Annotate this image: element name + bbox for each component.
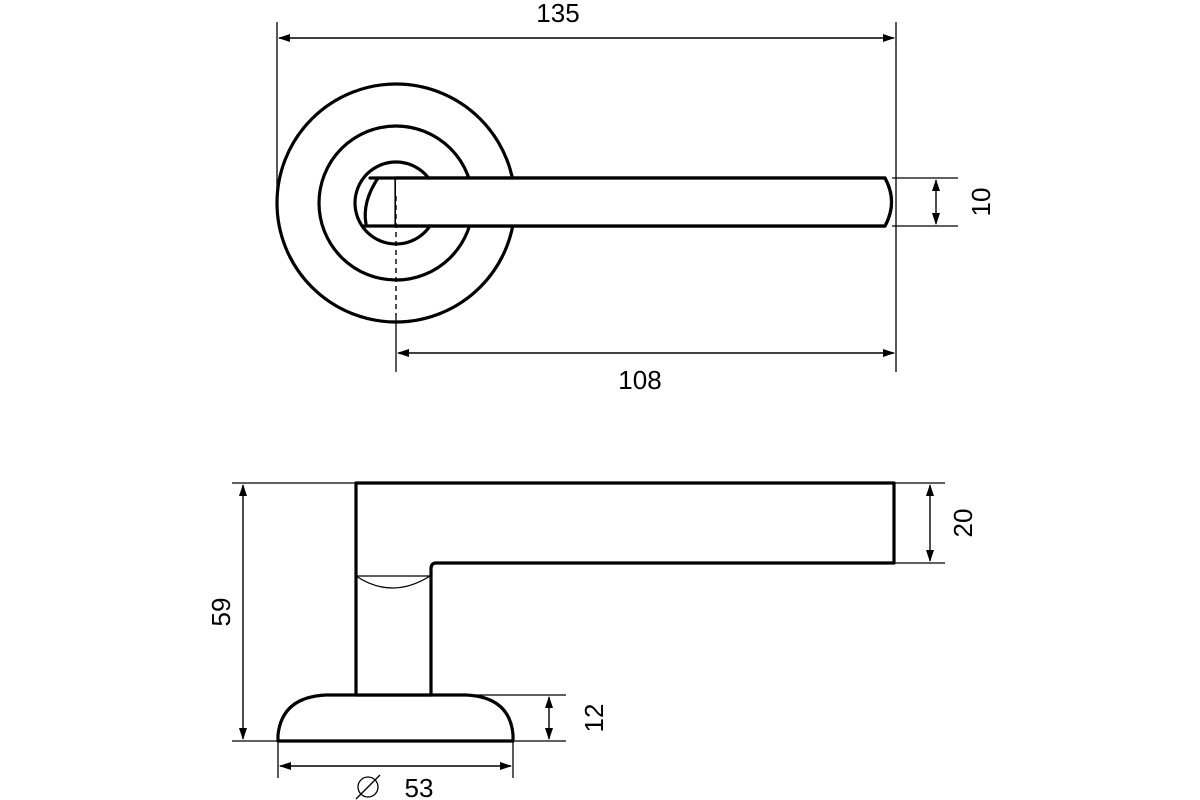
rosette-base [276, 693, 515, 743]
dimension-label-53: 53 [405, 773, 434, 800]
lever-arm-overlay [396, 179, 890, 225]
diameter-symbol: ⌀ [355, 774, 381, 800]
top-view: 135 108 10 [275, 0, 996, 395]
lever-body-side [354, 481, 896, 697]
side-view: 59 20 12 ⌀ 53 [206, 481, 978, 800]
lever-tip-curve [883, 176, 894, 228]
neck-relief-arc [355, 575, 431, 589]
dimension-label-12: 12 [579, 704, 609, 733]
dimension-label-20: 20 [948, 509, 978, 538]
lever-inner-cap [363, 176, 380, 226]
dimension-label-59: 59 [206, 598, 236, 627]
dimension-label-10: 10 [966, 188, 996, 217]
dimension-label-135: 135 [536, 0, 579, 28]
dimension-label-108: 108 [618, 365, 661, 395]
